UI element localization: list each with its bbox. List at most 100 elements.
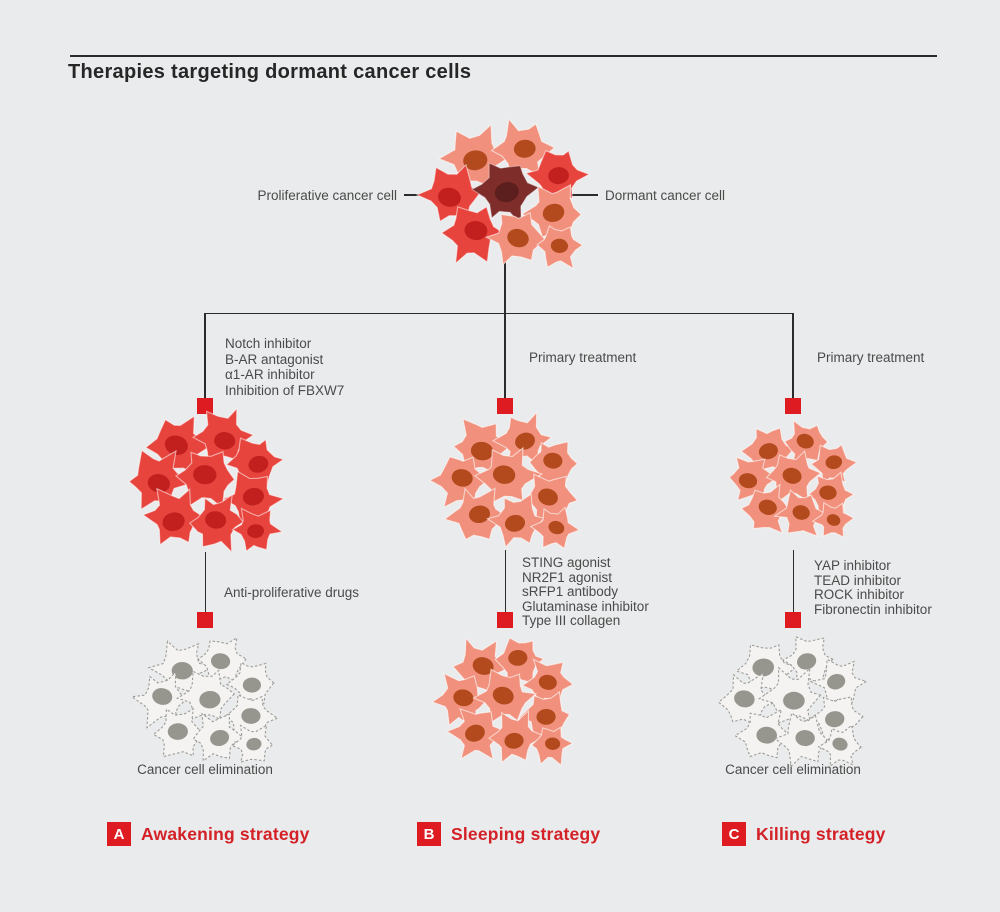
cell-nucleus xyxy=(513,139,536,158)
branch-crossbar-line xyxy=(204,312,794,314)
cell-nucleus xyxy=(796,433,814,449)
strategy-label: Killing strategy xyxy=(756,823,886,844)
dormant-callout-line xyxy=(552,194,598,196)
treatment-line: ROCK inhibitor xyxy=(814,587,905,602)
cell-nucleus xyxy=(472,657,494,675)
cell-nucleus xyxy=(167,723,188,740)
main-stem-line xyxy=(504,250,506,313)
page-title: Therapies targeting dormant cancer cells xyxy=(68,61,472,83)
treatment-node-marker xyxy=(785,398,801,414)
treatment-node-marker xyxy=(785,612,801,628)
cell-nucleus xyxy=(507,228,529,248)
tumor-cluster-eliminated-a xyxy=(130,636,279,763)
branch-b-second-treatment-list: STING agonist NR2F1 agonist sRFP1 antibo… xyxy=(522,555,649,629)
cell-nucleus xyxy=(468,505,491,524)
strategy-awakening: A Awakening strategy xyxy=(107,822,310,846)
cell-nucleus xyxy=(783,691,805,710)
cell-nucleus xyxy=(825,455,843,470)
branch-b-line xyxy=(504,313,506,399)
cell-nucleus xyxy=(545,737,561,750)
branch-a-line xyxy=(204,313,206,399)
strategy-letter-badge: C xyxy=(722,822,746,846)
cell-nucleus xyxy=(782,467,802,484)
branch-b-second-line xyxy=(504,550,506,612)
cell-nucleus xyxy=(494,182,519,203)
cell-nucleus xyxy=(162,512,185,532)
treatment-line: Fibronectin inhibitor xyxy=(814,601,932,617)
treatment-line: Glutaminase inhibitor xyxy=(522,598,649,614)
cell-nucleus xyxy=(548,167,569,185)
treatment-line: YAP inhibitor xyxy=(814,558,891,573)
cell-nucleus xyxy=(752,658,775,677)
cell-nucleus xyxy=(825,711,845,728)
cell-nucleus xyxy=(438,187,461,207)
cell-nucleus xyxy=(241,708,261,724)
branch-b-treatment-label: Primary treatment xyxy=(529,350,637,365)
treatment-node-marker xyxy=(197,398,213,414)
cell-nucleus xyxy=(248,455,269,473)
cell-nucleus xyxy=(827,673,846,690)
cell-nucleus xyxy=(832,737,848,751)
cell-nucleus xyxy=(193,465,217,485)
cell-nucleus xyxy=(504,514,526,532)
dormant-cell-label: Dormant cancer cell xyxy=(605,188,726,203)
cell-nucleus xyxy=(542,203,565,223)
treatment-line: STING agonist xyxy=(522,555,611,570)
outcome-label-awakening: Cancer cell elimination xyxy=(137,762,273,777)
branch-c-line xyxy=(792,313,794,399)
branch-c-treatment-label: Primary treatment xyxy=(817,350,925,365)
cell-nucleus xyxy=(247,524,265,539)
treatment-node-marker xyxy=(497,612,513,628)
cell-nucleus xyxy=(738,473,758,489)
cell-nucleus xyxy=(543,452,563,469)
strategy-letter-badge: B xyxy=(417,822,441,846)
cell-nucleus xyxy=(758,443,778,460)
cell-nucleus xyxy=(210,729,230,747)
treatment-node-marker xyxy=(197,612,213,628)
cell-nucleus xyxy=(464,221,488,241)
cell-nucleus xyxy=(792,505,810,520)
strategy-label: Awakening strategy xyxy=(141,823,310,844)
cell-nucleus xyxy=(797,653,817,670)
cell-nucleus xyxy=(242,677,261,693)
cell-nucleus xyxy=(548,520,565,535)
cell-nucleus xyxy=(205,511,227,529)
treatment-line: α1-AR inhibitor xyxy=(225,367,315,382)
cell-nucleus xyxy=(508,649,528,666)
tumor-cluster-eliminated-c xyxy=(717,635,868,768)
cell-nucleus xyxy=(734,690,755,708)
strategy-sleeping: B Sleeping strategy xyxy=(417,822,600,846)
cell-nucleus xyxy=(795,730,815,747)
strategy-letter-badge: A xyxy=(107,822,131,846)
treatment-line: Type III collagen xyxy=(522,613,621,628)
cell-nucleus xyxy=(756,726,777,744)
treatment-line: NR2F1 agonist xyxy=(522,569,613,585)
branch-c-second-treatment-list: YAP inhibitor TEAD inhibitor ROCK inhibi… xyxy=(814,558,932,617)
cell-nucleus xyxy=(504,732,524,749)
cell-nucleus xyxy=(515,432,535,450)
treatment-line: TEAD inhibitor xyxy=(814,572,902,588)
cell-nucleus xyxy=(470,441,494,461)
branch-a-second-line xyxy=(204,552,206,612)
branch-a-second-treatment-label: Anti-proliferative drugs xyxy=(224,585,360,600)
cell-nucleus xyxy=(536,708,556,725)
treatment-line: Inhibition of FBXW7 xyxy=(225,382,345,398)
strategy-label: Sleeping strategy xyxy=(451,823,601,844)
proliferative-cell-label: Proliferative cancer cell xyxy=(257,188,397,203)
cell-nucleus xyxy=(147,474,170,493)
treatment-line: B-AR antagonist xyxy=(225,351,324,367)
cell-nucleus xyxy=(199,690,221,709)
branch-a-treatment-list: Notch inhibitor B-AR antagonist α1-AR in… xyxy=(225,336,344,398)
tumor-cluster-dormant-b-final xyxy=(431,636,575,767)
treatment-node-marker xyxy=(497,398,513,414)
cell-nucleus xyxy=(171,662,193,680)
cell-nucleus xyxy=(465,724,485,742)
strategy-killing: C Killing strategy xyxy=(722,822,886,846)
cell-nucleus xyxy=(242,487,264,506)
title-rule xyxy=(70,55,937,57)
cell-nucleus xyxy=(164,435,188,455)
cell-nucleus xyxy=(492,465,516,484)
cell-nucleus xyxy=(152,688,173,705)
cell-nucleus xyxy=(214,432,236,450)
cell-nucleus xyxy=(819,485,837,500)
